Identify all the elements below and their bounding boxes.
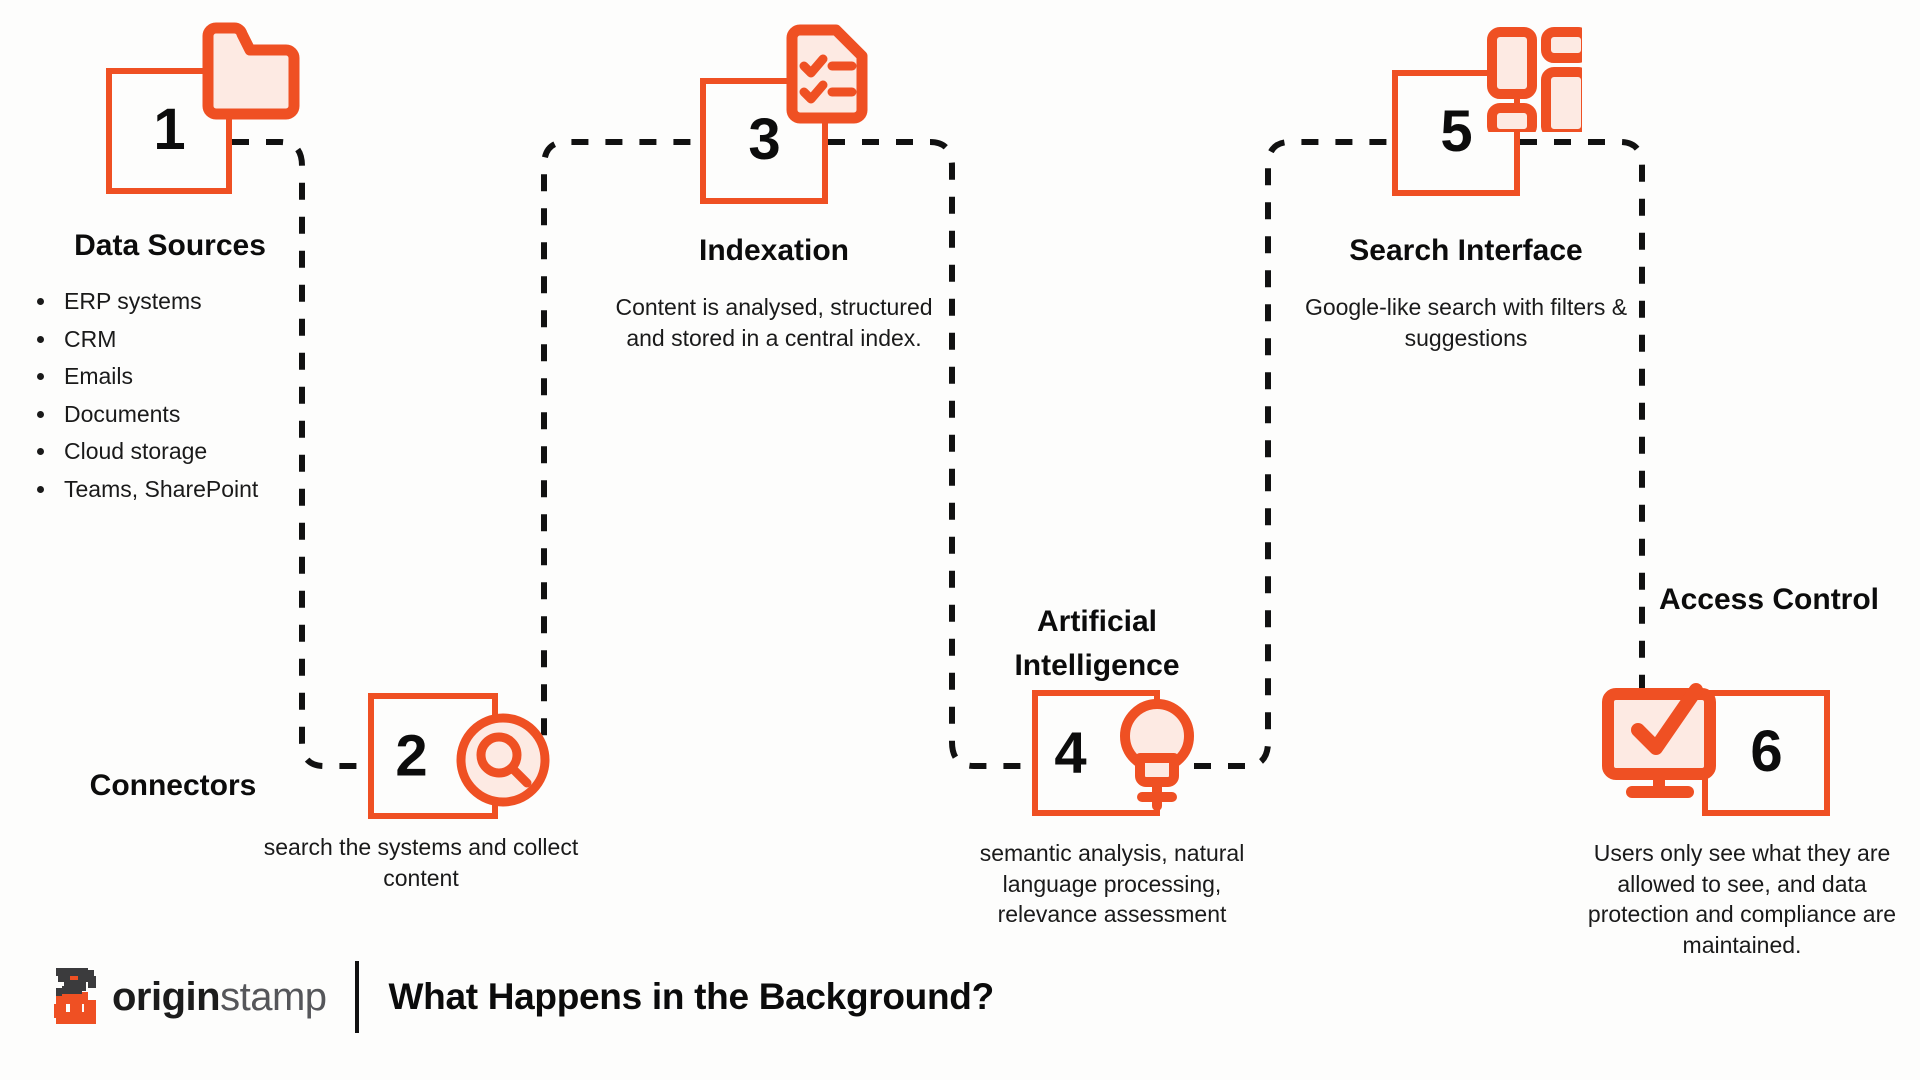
- step-4-number: 4: [1054, 720, 1086, 786]
- step-4-title: Artificial Intelligence: [1014, 605, 1180, 682]
- logo-text-bold: origin: [112, 974, 221, 1019]
- monitor-check-icon: [1602, 683, 1716, 798]
- step-1-title: Data Sources: [74, 229, 266, 262]
- step-5-number-box: 5: [1392, 70, 1520, 196]
- step-2-number: 2: [395, 723, 427, 789]
- step-2-title: Connectors: [89, 769, 257, 802]
- list-item: Documents: [58, 399, 378, 430]
- step-6-description: Users only see what they are allowed to …: [1587, 840, 1897, 958]
- originstamp-wordmark: originstamp: [112, 975, 327, 1020]
- layout-grid-icon: [1487, 27, 1582, 132]
- step-1-bullet-list: ERP systems CRM Emails Documents Cloud s…: [28, 286, 378, 511]
- originstamp-logo: originstamp: [48, 966, 327, 1028]
- step-3-number: 3: [748, 107, 780, 173]
- step-5-title: Search Interface: [1349, 234, 1583, 267]
- step-3-number-box: 3: [700, 78, 828, 204]
- list-item: Cloud storage: [58, 436, 378, 467]
- step-2-description: search the systems and collect content: [263, 834, 579, 891]
- list-item: Emails: [58, 361, 378, 392]
- list-item: CRM: [58, 324, 378, 355]
- step-1-number-box: 1: [106, 68, 232, 194]
- step-5-description: Google-like search with filters & sugges…: [1304, 294, 1628, 351]
- step-1-number: 1: [153, 97, 185, 163]
- step-3-description: Content is analysed, structured and stor…: [615, 294, 933, 351]
- step-3-title: Indexation: [698, 234, 849, 267]
- checklist-document-icon: [786, 24, 868, 124]
- folder-icon: [202, 22, 300, 120]
- originstamp-s-mark-icon: [54, 968, 96, 1024]
- footer-title: What Happens in the Background?: [388, 976, 995, 1017]
- step-4-description: semantic analysis, natural language proc…: [979, 840, 1245, 928]
- footer: originstamp What Happens in the Backgrou…: [48, 961, 995, 1033]
- step-5-number: 5: [1440, 99, 1472, 165]
- lightbulb-icon: [1120, 699, 1194, 811]
- step-6-title: Access Control: [1658, 583, 1880, 616]
- logo-text-light: stamp: [220, 974, 327, 1019]
- magnifier-icon: [456, 713, 550, 807]
- step-6-number: 6: [1750, 719, 1782, 785]
- list-item: ERP systems: [58, 286, 378, 317]
- footer-divider: [354, 961, 359, 1033]
- list-item: Teams, SharePoint: [58, 474, 378, 505]
